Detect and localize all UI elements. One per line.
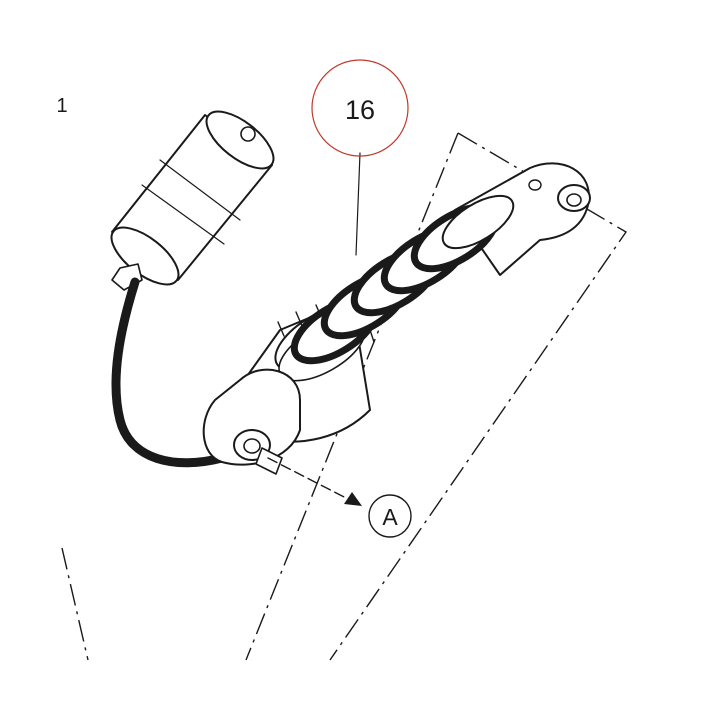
reservoir-top-cap: [205, 110, 275, 170]
upper-eye-bore: [566, 193, 582, 207]
reference-letter-label: A: [382, 504, 398, 530]
upper-mount: [454, 162, 591, 276]
reference-lines: [61, 132, 628, 661]
part-callout[interactable]: 16: [311, 59, 409, 157]
section-boundary-line-left: [245, 132, 459, 661]
section-boundary-line: [329, 132, 628, 661]
lower-mount-bolt: [255, 447, 283, 475]
margin-boundary-line: [61, 547, 89, 661]
callout-circle: [311, 59, 409, 157]
adjuster-screw: [528, 179, 542, 191]
reservoir-canister: [110, 110, 275, 291]
lower-eye-bore: [243, 438, 261, 454]
margin-mark: 1: [56, 95, 67, 117]
spring-seat: [441, 194, 515, 250]
reservoir-band-line: [141, 184, 225, 245]
lower-mount: [202, 368, 301, 475]
reservoir-valve: [240, 126, 256, 142]
reference-callout[interactable]: A: [368, 494, 412, 538]
reservoir-band-line: [159, 159, 241, 221]
coil-spring: [290, 194, 515, 365]
callout-leader-line: [355, 152, 361, 256]
arrow-head: [344, 492, 362, 506]
reference-circle: [368, 494, 412, 538]
reference-arrow: [267, 457, 362, 506]
reservoir-hose: [111, 277, 227, 468]
part-number-label: 16: [345, 95, 375, 125]
